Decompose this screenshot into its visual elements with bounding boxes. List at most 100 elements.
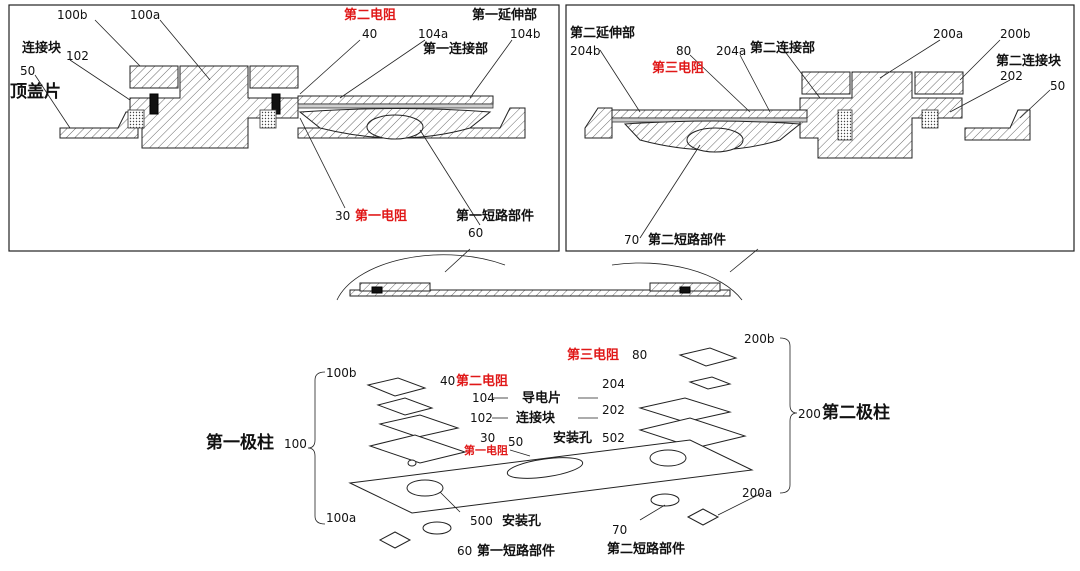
ex-label-102: 102 bbox=[470, 411, 493, 425]
label-202: 202 bbox=[1000, 69, 1023, 83]
label-second-connect-block: 第二连接块 bbox=[996, 53, 1062, 69]
third-resistor-ring bbox=[837, 109, 853, 141]
part-80 bbox=[688, 376, 732, 390]
label-100a: 100a bbox=[130, 8, 160, 22]
ex-label-204: 204 bbox=[602, 377, 625, 391]
part-100b bbox=[366, 377, 427, 397]
ex-label-200b: 200b bbox=[744, 332, 775, 346]
label-60: 60 bbox=[468, 226, 483, 240]
label-80: 80 bbox=[676, 44, 691, 58]
label-first-connection: 第一连接部 bbox=[423, 41, 488, 57]
first-resistor-layer bbox=[297, 103, 494, 109]
seal-ring-right-2 bbox=[921, 109, 939, 129]
left-section-panel: 100b 100a 第二电阻 40 第一延伸部 104a 104b 第一连接部 … bbox=[8, 4, 560, 252]
ex-label-connect-block: 连接块 bbox=[516, 410, 556, 426]
ex-label-first-short: 第一短路部件 bbox=[477, 543, 555, 559]
pole-100a-section bbox=[129, 65, 299, 149]
first-short-boss bbox=[366, 114, 424, 140]
install-hole-500 bbox=[406, 479, 444, 497]
label-second-connection: 第二连接部 bbox=[750, 40, 815, 56]
label-second-short: 第二短路部件 bbox=[648, 232, 726, 248]
part-200b bbox=[678, 347, 738, 367]
label-first-extension: 第一延伸部 bbox=[472, 7, 537, 23]
install-hole-502 bbox=[649, 449, 687, 467]
label-second-resistor: 第二电阻 bbox=[344, 7, 396, 23]
ex-label-first-pole: 第一极柱 bbox=[206, 432, 274, 453]
ex-label-50: 50 bbox=[508, 435, 523, 449]
label-104a: 104a bbox=[418, 27, 448, 41]
ex-label-104: 104 bbox=[472, 391, 495, 405]
conductive-sheet-204 bbox=[611, 109, 808, 119]
right-section-panel: 第二延伸部 204b 80 204a 第二连接部 第三电阻 200a 200b … bbox=[565, 4, 1075, 252]
label-second-extension: 第二延伸部 bbox=[570, 25, 635, 41]
thumb-right-resistor bbox=[679, 286, 691, 294]
thumb-left-pole bbox=[359, 282, 431, 292]
conductive-sheet-104 bbox=[297, 95, 494, 105]
exploded-view: 第三电阻 80 200b 100b 40 第二电阻 104 导电片 204 10… bbox=[206, 332, 890, 559]
label-102: 102 bbox=[66, 49, 89, 63]
pole-200b-section bbox=[914, 71, 964, 95]
top-cover-left-part-2 bbox=[584, 107, 613, 139]
thumb-cover-plate bbox=[349, 289, 731, 297]
label-50-right: 50 bbox=[1050, 79, 1065, 93]
label-100b: 100b bbox=[57, 8, 88, 22]
label-50-left: 50 bbox=[20, 64, 35, 78]
label-200a: 200a bbox=[933, 27, 963, 41]
ex-label-second-short: 第二短路部件 bbox=[607, 541, 685, 557]
connect-block-section bbox=[249, 65, 299, 89]
label-40: 40 bbox=[362, 27, 377, 41]
assembly-thumbnail bbox=[336, 248, 759, 301]
ex-label-third-resistor: 第三电阻 bbox=[567, 347, 619, 363]
label-200b: 200b bbox=[1000, 27, 1031, 41]
label-204b: 204b bbox=[570, 44, 601, 58]
part-60 bbox=[422, 521, 452, 535]
label-first-short: 第一短路部件 bbox=[456, 208, 534, 224]
part-104 bbox=[378, 414, 460, 438]
seal-ring-right bbox=[259, 109, 277, 129]
ex-label-60: 60 bbox=[457, 544, 472, 558]
ex-label-500: 500 bbox=[470, 514, 493, 528]
pole-100b-section bbox=[129, 65, 179, 89]
part-200a bbox=[686, 508, 720, 526]
ex-label-second-pole: 第二极柱 bbox=[822, 402, 890, 423]
thumb-left-resistor bbox=[371, 286, 383, 294]
ex-label-200: 200 bbox=[798, 407, 821, 421]
ex-label-40: 40 bbox=[440, 374, 455, 388]
label-connect-block: 连接块 bbox=[22, 40, 62, 56]
part-102 bbox=[368, 434, 467, 464]
second-resistor-left bbox=[149, 93, 159, 115]
top-cover-right-part-2 bbox=[964, 109, 1031, 141]
ex-label-install-hole-2: 安装孔 bbox=[502, 513, 541, 529]
part-40 bbox=[376, 397, 434, 416]
label-first-resistor: 第一电阻 bbox=[355, 208, 407, 224]
label-204a: 204a bbox=[716, 44, 746, 58]
ex-label-second-resistor: 第二电阻 bbox=[456, 373, 508, 389]
label-third-resistor: 第三电阻 bbox=[652, 60, 704, 76]
vent-hole bbox=[506, 457, 584, 479]
first-pole-brace bbox=[307, 371, 326, 525]
ex-label-100a: 100a bbox=[326, 511, 356, 525]
part-30-dot bbox=[407, 459, 417, 467]
ex-label-first-resistor: 第一电阻 bbox=[464, 443, 508, 457]
ex-label-install-hole: 安装孔 bbox=[553, 430, 592, 446]
second-short-boss bbox=[686, 127, 744, 153]
label-70: 70 bbox=[624, 233, 639, 247]
ex-label-100: 100 bbox=[284, 437, 307, 451]
second-pole-brace bbox=[779, 337, 798, 494]
part-70 bbox=[650, 493, 680, 507]
ex-label-conductive-sheet: 导电片 bbox=[522, 390, 561, 406]
label-top-cover: 顶盖片 bbox=[10, 81, 61, 102]
ex-label-100b: 100b bbox=[326, 366, 357, 380]
ex-label-80: 80 bbox=[632, 348, 647, 362]
ex-label-70: 70 bbox=[612, 523, 627, 537]
ex-label-502: 502 bbox=[602, 431, 625, 445]
ex-label-30: 30 bbox=[480, 431, 495, 445]
seal-ring-left bbox=[127, 109, 145, 129]
label-104b: 104b bbox=[510, 27, 541, 41]
ex-label-202: 202 bbox=[602, 403, 625, 417]
part-204 bbox=[638, 397, 732, 423]
ex-label-200a: 200a bbox=[742, 486, 772, 500]
label-30: 30 bbox=[335, 209, 350, 223]
part-100a bbox=[378, 531, 412, 549]
